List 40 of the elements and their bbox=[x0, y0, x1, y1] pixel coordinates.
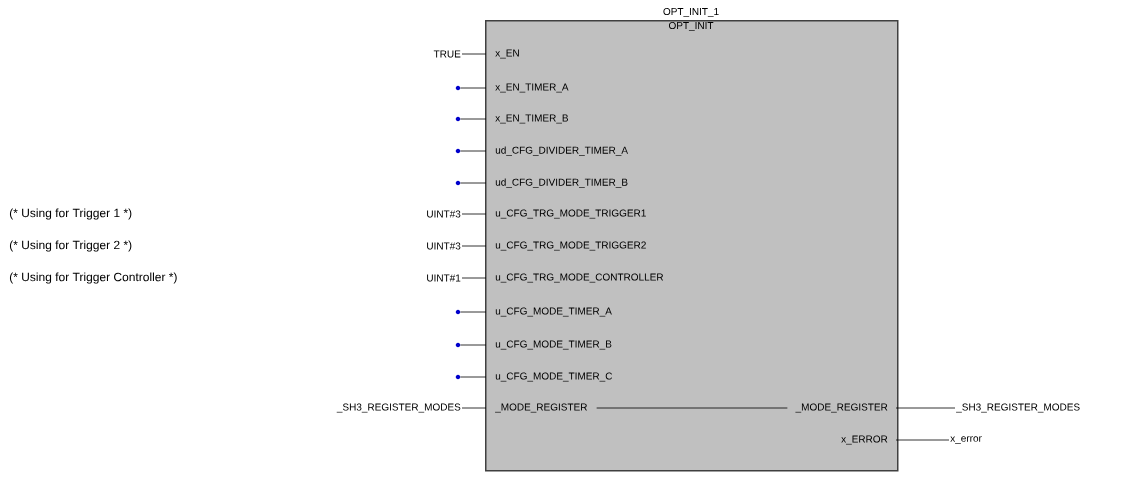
input-pin-label: u_CFG_MODE_TIMER_C bbox=[495, 372, 613, 382]
connector-line bbox=[895, 439, 950, 441]
input-value: _SH3_REGISTER_MODES bbox=[336, 403, 461, 413]
input-pin-label: ud_CFG_DIVIDER_TIMER_B bbox=[495, 178, 628, 188]
input-value: UINT#3 bbox=[427, 242, 461, 250]
input-value: UINT#3 bbox=[427, 210, 461, 218]
input-pin-label: u_CFG_TRG_MODE_TRIGGER1 bbox=[495, 209, 646, 219]
connector-line bbox=[461, 245, 487, 247]
input-pin-label: u_CFG_TRG_MODE_TRIGGER2 bbox=[495, 241, 646, 251]
connector-line bbox=[460, 118, 487, 120]
input-pin-label: ud_CFG_DIVIDER_TIMER_A bbox=[495, 146, 628, 156]
connector-line bbox=[895, 407, 956, 409]
input-pin-label: u_CFG_TRG_MODE_CONTROLLER bbox=[495, 273, 664, 283]
input-pin-label: x_EN bbox=[495, 49, 519, 59]
comment-text: (* Using for Trigger 1 *) bbox=[9, 208, 132, 220]
input-value: UINT#1 bbox=[427, 274, 461, 282]
connector-line bbox=[460, 376, 487, 378]
comment-text: (* Using for Trigger 2 *) bbox=[9, 240, 132, 252]
connector-line bbox=[461, 277, 487, 279]
node-label: OPT_INIT_1 bbox=[663, 8, 719, 17]
output-variable: _SH3_REGISTER_MODES bbox=[956, 403, 1080, 413]
connector-line bbox=[460, 87, 487, 89]
connector-line bbox=[596, 407, 788, 409]
connector-line bbox=[460, 150, 487, 152]
output-variable: x_error bbox=[950, 436, 982, 444]
input-pin-label: u_CFG_MODE_TIMER_A bbox=[495, 307, 612, 317]
connector-line bbox=[460, 311, 487, 313]
connector-line bbox=[460, 182, 487, 184]
connector-line bbox=[461, 53, 487, 55]
connector-line bbox=[460, 344, 487, 346]
input-pin-label: x_EN_TIMER_B bbox=[495, 114, 569, 124]
output-pin-label: _MODE_REGISTER bbox=[795, 403, 888, 413]
input-value: TRUE bbox=[433, 50, 461, 58]
input-pin-label: u_CFG_MODE_TIMER_B bbox=[495, 340, 612, 350]
input-pin-label: x_EN_TIMER_A bbox=[495, 83, 569, 93]
input-pin-label: _MODE_REGISTER bbox=[495, 403, 587, 413]
connector-line bbox=[461, 407, 487, 409]
comment-text: (* Using for Trigger Controller *) bbox=[9, 272, 177, 284]
output-pin-label: x_ERROR bbox=[841, 435, 888, 445]
connector-line bbox=[461, 213, 487, 215]
